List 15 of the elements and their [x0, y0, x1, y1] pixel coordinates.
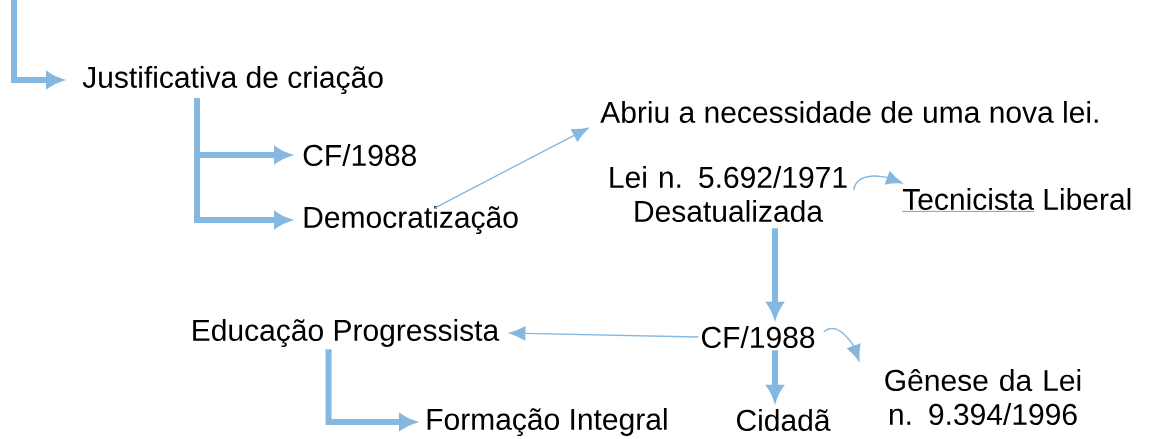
node-text: Abriu a necessidade de uma nova lei. [600, 101, 1098, 123]
node-text: Justificativa de criação [82, 65, 383, 95]
node-text: Tecnicista Liberal [902, 188, 1131, 212]
node-text: Cidadã [737, 409, 831, 432]
node-text: CF/1988 [303, 144, 416, 166]
node-text: Formação Integral [427, 407, 667, 437]
node-text: Gênese da Lei n. 9.394/1996 [885, 368, 1081, 426]
arrow [509, 326, 699, 341]
node-text: Educação Progressista [193, 318, 500, 348]
node-text: Lei n. 5.692/1971 Desatualizada [610, 166, 847, 222]
node-text: CF/1988 [702, 326, 815, 349]
arrow [434, 127, 589, 209]
arrow [853, 171, 903, 191]
node-text: Democratização [304, 205, 518, 235]
arrow [823, 327, 861, 361]
